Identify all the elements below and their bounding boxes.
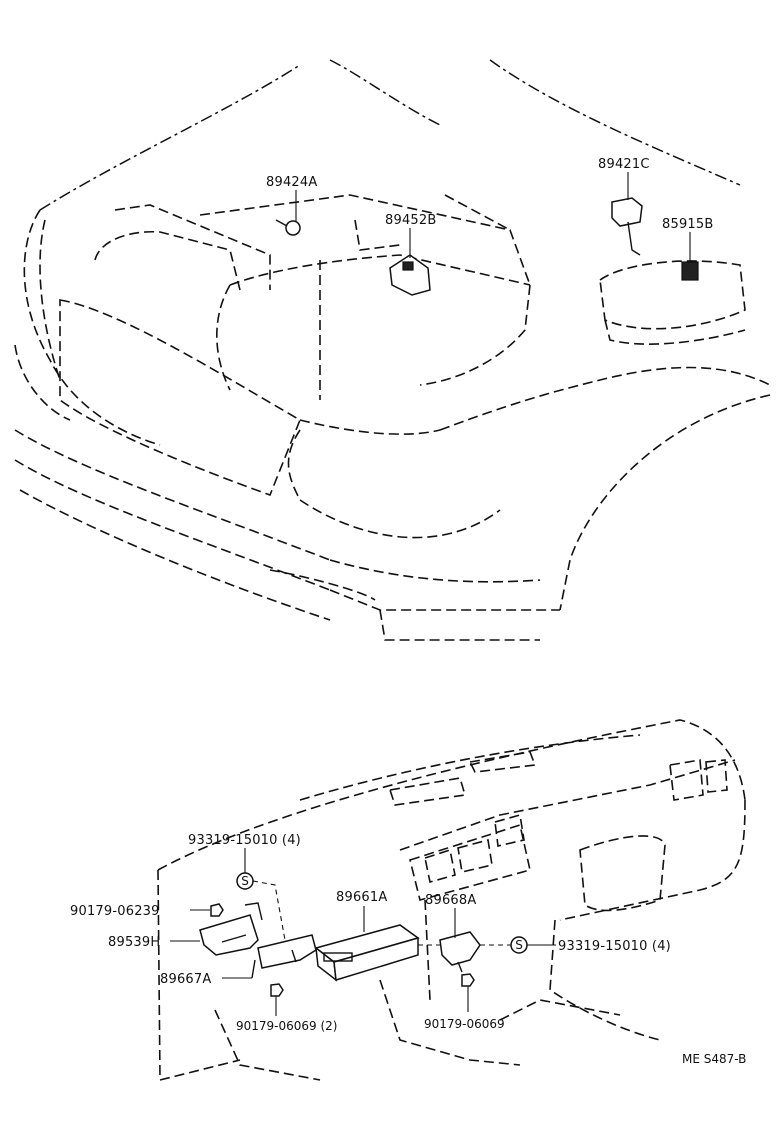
label-90179-06069: 90179-06069 [424, 1017, 505, 1031]
nut-90179-06069-2 [270, 983, 284, 1016]
screw-93319-right: S [510, 936, 556, 954]
part-89421C [611, 172, 643, 256]
part-85915B [681, 232, 699, 281]
label-89667A: 89667A [160, 972, 211, 987]
ecu-89661A [314, 906, 420, 982]
label-89668A: 89668A [425, 893, 476, 908]
label-89452B: 89452B [385, 213, 436, 228]
bracket-89667A [222, 934, 317, 979]
screw-93319-top: S [236, 848, 286, 941]
label-90179-06069-2: 90179-06069 (2) [236, 1019, 338, 1033]
nut-90179-06069 [461, 973, 475, 1012]
screw-mark-s: S [241, 874, 249, 888]
label-89661A: 89661A [336, 890, 387, 905]
dashboard-outline [157, 719, 746, 1081]
label-85915B: 85915B [662, 217, 713, 232]
nut-90179-06239 [190, 903, 224, 917]
label-89421C: 89421C [598, 157, 650, 172]
bracket-89668A [418, 908, 512, 973]
label-93319-right: 93319-15010 (4) [558, 939, 671, 954]
engine-bay-outline [14, 59, 771, 641]
label-89424A: 89424A [266, 175, 317, 190]
part-89452B [389, 228, 431, 296]
label-90179-06239: 90179-06239 [70, 904, 160, 919]
label-93319-top: 93319-15010 (4) [188, 833, 301, 848]
part-89424A [275, 190, 301, 236]
label-89539H: 89539H [108, 935, 160, 950]
bracket-89539H [170, 902, 263, 956]
screw-mark-s: S [515, 938, 523, 952]
drawing-code: ME S487-B [682, 1052, 746, 1066]
